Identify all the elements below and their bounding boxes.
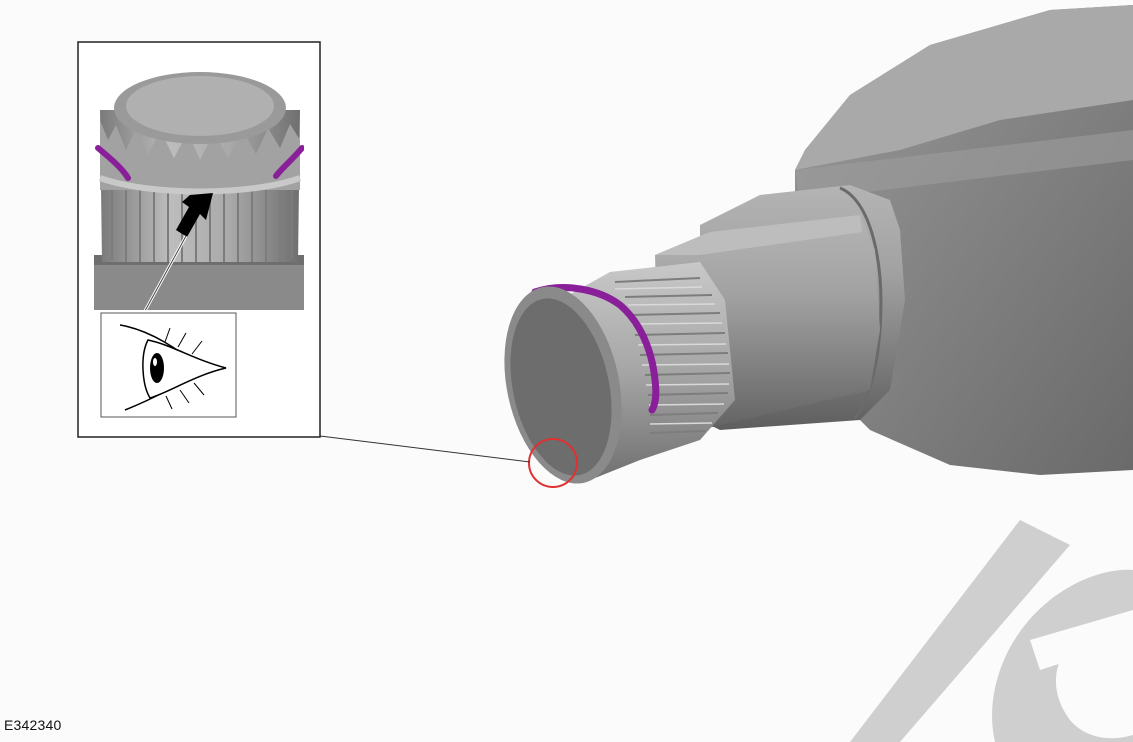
seal-ring [531,284,660,414]
inset-seal-right [273,145,304,179]
shaft-end-face [504,286,622,484]
detail-leader-line [319,435,531,463]
inspection-arrow [143,193,213,310]
inset-spline-closeup [94,72,304,310]
detail-highlight-circle [528,438,578,488]
visual-inspection-eye-icon [100,312,237,418]
sample-watermark [850,520,1133,742]
drive-shaft [504,5,1133,488]
figure-id-label: E342340 [4,717,62,733]
inset-seal-left [95,145,131,181]
detail-inset [77,41,321,438]
